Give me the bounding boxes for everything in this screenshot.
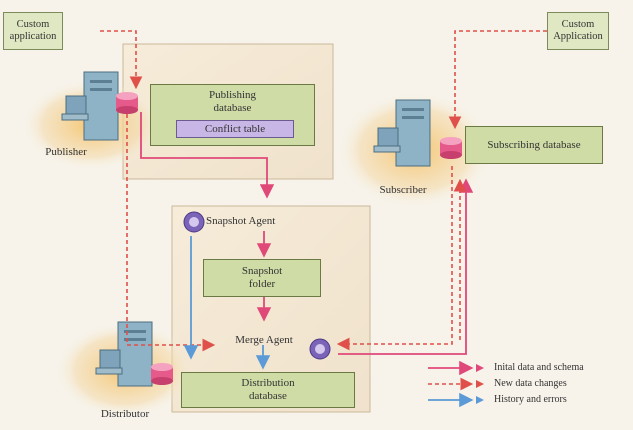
custom-application-right: Custom Application xyxy=(547,12,609,50)
publisher-database-icon xyxy=(116,92,138,114)
custom-app-left-flow xyxy=(100,30,143,90)
snapshot-agent-label: Snapshot Agent xyxy=(206,215,276,227)
legend-history-label: History and errors xyxy=(494,394,567,405)
distributor-database-icon xyxy=(151,363,173,385)
distributor-server-icon xyxy=(95,321,153,387)
snapshot-folder-box: Snapshot folder xyxy=(203,259,321,297)
publisher-to-merge-changes-flow xyxy=(126,114,216,352)
legend-initial-label: Inital data and schema xyxy=(494,362,584,373)
publisher-server-icon xyxy=(61,71,119,141)
subscriber-database-icon xyxy=(440,137,462,159)
custom-application-left: Custom application xyxy=(3,12,63,50)
legend-new-changes-label: New data changes xyxy=(494,378,567,389)
distributor-label: Distributor xyxy=(100,408,150,420)
conflict-table-box: Conflict table xyxy=(176,120,294,138)
merge-to-subscriber-flow xyxy=(338,178,474,355)
subscriber-label: Subscriber xyxy=(379,184,427,196)
publisher-label: Publisher xyxy=(45,146,87,158)
subscriber-server-icon xyxy=(373,99,431,167)
subscribing-database-box: Subscribing database xyxy=(465,126,603,164)
merge-agent-label: Merge Agent xyxy=(235,334,293,346)
publisher-to-snapshot-flow xyxy=(140,112,275,199)
snapshot-agent-icon xyxy=(183,211,205,233)
merge-agent-icon xyxy=(309,338,331,360)
custom-app-right-flow xyxy=(448,30,547,130)
distribution-database-box: Distribution database xyxy=(181,372,355,408)
subscriber-to-merge-changes-flow xyxy=(336,166,453,351)
